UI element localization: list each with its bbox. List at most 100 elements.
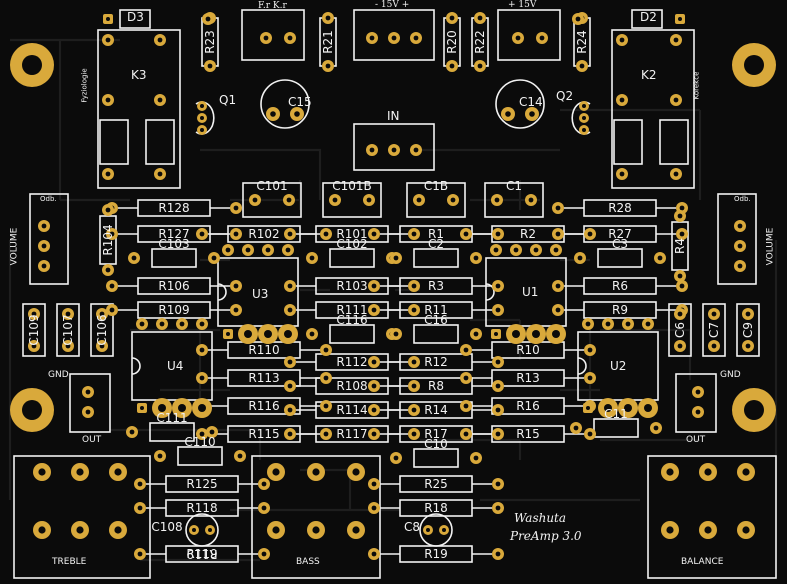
- pad-hole: [495, 283, 501, 289]
- resistor-r4: R4: [673, 238, 687, 254]
- pad-hole: [158, 404, 166, 412]
- relay-k3-contact-l: [99, 119, 129, 165]
- pad-hole: [157, 37, 163, 43]
- pad-hole: [587, 431, 593, 437]
- pad-hole: [371, 307, 377, 313]
- pad-hole: [211, 255, 217, 261]
- pad-hole: [371, 481, 377, 487]
- pad-hole: [495, 231, 501, 237]
- pad-hole: [207, 63, 213, 69]
- pot-treble: [13, 455, 151, 579]
- cap-c9: C9: [741, 321, 755, 339]
- cap-c101: C101: [256, 179, 288, 193]
- resistor-r119: R119: [186, 547, 218, 561]
- pad-hole: [225, 247, 231, 253]
- cap-c7: C7: [707, 321, 721, 339]
- pad-hole: [105, 97, 111, 103]
- bass-label: BASS: [296, 557, 320, 567]
- pad-hole: [265, 247, 271, 253]
- resistor-r101: R101: [336, 227, 368, 241]
- pad-hole: [109, 307, 115, 313]
- pad-hole: [369, 35, 375, 41]
- resistor-r119-rot: R119: [186, 547, 218, 561]
- resistor-r25: R25: [424, 477, 448, 491]
- volume-left-label: VOLUME: [9, 227, 20, 266]
- cap-c2: C2: [427, 237, 445, 251]
- power-mid-label: - 15V +: [375, 0, 410, 10]
- pot-bass: [251, 455, 381, 579]
- pad-hole: [157, 171, 163, 177]
- pad-hole: [391, 35, 397, 41]
- pad-hole: [585, 321, 591, 327]
- resistor-r15: R15: [516, 427, 540, 441]
- pad-hole: [582, 116, 586, 120]
- pad-hole: [285, 247, 291, 253]
- pad-hole: [587, 231, 593, 237]
- ic-u4-outline: [131, 331, 213, 401]
- pad-hole: [287, 307, 293, 313]
- cap-c116-body: [329, 324, 375, 344]
- resistor-r21: R21: [321, 30, 335, 54]
- relay-k2-contact-l: [613, 119, 643, 165]
- pad-hole: [391, 147, 397, 153]
- cap-c16: C16: [424, 313, 448, 327]
- pad-hole: [493, 247, 499, 253]
- pad-hole: [704, 526, 712, 534]
- pad-hole: [109, 231, 115, 237]
- pad-hole: [528, 197, 534, 203]
- pad-hole: [114, 526, 122, 534]
- pad-hole: [529, 111, 535, 117]
- resistor-r112: R112: [336, 355, 368, 369]
- resistor-r125: R125: [186, 477, 218, 491]
- pad-hole: [473, 455, 479, 461]
- out-right-connector: [675, 373, 717, 433]
- u1-label: U1: [522, 285, 539, 299]
- cap-c11: C11: [604, 407, 628, 421]
- pad-hole: [677, 213, 683, 219]
- balance-label: BALANCE: [681, 557, 724, 567]
- pad-hole: [233, 307, 239, 313]
- pad-hole: [263, 35, 269, 41]
- d2-body: [631, 9, 663, 29]
- pad-hole: [495, 407, 501, 413]
- pad-hole: [624, 404, 632, 412]
- cap-c102-body: [329, 248, 375, 268]
- q2-label: Q2: [556, 89, 574, 103]
- pad-hole: [645, 321, 651, 327]
- pad-hole: [105, 267, 111, 273]
- pad-hole: [41, 263, 47, 269]
- cap-c101b-body: [322, 182, 382, 218]
- pad-hole: [653, 425, 659, 431]
- cap-c16-body: [413, 324, 459, 344]
- pad-hole: [233, 283, 239, 289]
- resistor-r12: R12: [424, 355, 448, 369]
- pad-hole: [284, 330, 292, 338]
- cap-c101-body: [242, 182, 302, 218]
- pad-hole: [245, 247, 251, 253]
- pad-hole: [261, 505, 267, 511]
- pad-hole: [605, 321, 611, 327]
- resistor-r113: R113: [248, 371, 280, 385]
- pad-hole: [555, 205, 561, 211]
- cap-c103: C103: [158, 237, 190, 251]
- pad-hole: [233, 205, 239, 211]
- pad-hole: [199, 431, 205, 437]
- pad-hole: [742, 468, 750, 476]
- pad-hole: [575, 16, 581, 22]
- pad-hole: [208, 528, 212, 532]
- resistor-r27: R27: [608, 227, 632, 241]
- pad-hole: [287, 35, 293, 41]
- c14-label: C14: [519, 95, 543, 109]
- pad-hole: [233, 231, 239, 237]
- pad-hole: [237, 453, 243, 459]
- pad-hole: [38, 468, 46, 476]
- resistor-r115: R115: [248, 427, 280, 441]
- pad-hole: [449, 15, 455, 21]
- u2-label: U2: [610, 359, 627, 373]
- cap-c111: C111: [156, 411, 188, 425]
- out-left-label: OUT: [82, 435, 102, 445]
- volume-right-label: VOLUME: [765, 227, 776, 266]
- resistor-r22: R22: [473, 30, 487, 54]
- pad-hole: [473, 255, 479, 261]
